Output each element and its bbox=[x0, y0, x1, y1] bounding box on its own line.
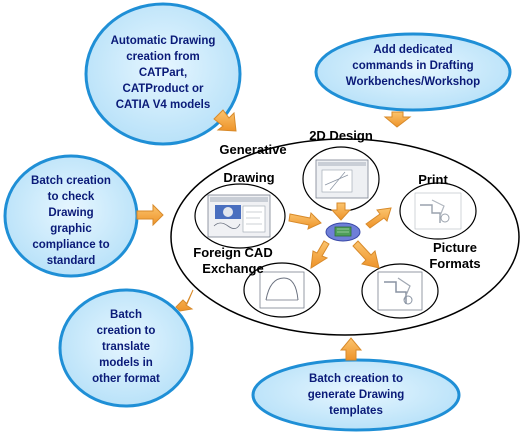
arrow-compliance-to-hub bbox=[136, 203, 164, 227]
arrow-center-foreign-cad bbox=[310, 240, 330, 269]
arrow-drawing-to-center bbox=[288, 211, 322, 230]
arrow-automatic-to-hub bbox=[213, 109, 237, 132]
label-print: Print bbox=[418, 172, 448, 187]
central-hub-icon bbox=[325, 222, 361, 242]
bubble-translate-text: Batch creation to translate models in ot… bbox=[92, 309, 160, 385]
foreign-cad-thumbnail bbox=[259, 271, 305, 309]
label-drawing: Drawing bbox=[223, 170, 275, 185]
arrow-dedicated-to-hub bbox=[383, 111, 412, 128]
design-2d-thumbnail bbox=[315, 159, 369, 199]
arrow-center-to-print bbox=[365, 207, 392, 229]
arrow-center-picture-formats bbox=[352, 240, 380, 269]
arrow-templates-to-hub bbox=[339, 337, 363, 361]
bubble-compliance-text: Batch creation to check Drawing graphic … bbox=[31, 175, 111, 267]
picture-formats-thumbnail bbox=[377, 271, 423, 311]
bubble-dedicated-text: Add dedicated commands in Drafting Workb… bbox=[345, 44, 481, 88]
label-2d-design: 2D Design bbox=[309, 128, 373, 143]
bubble-dedicated-commands bbox=[314, 32, 512, 112]
arrow-translate-to-hub bbox=[175, 289, 194, 312]
print-thumbnail bbox=[414, 192, 462, 230]
label-picture-formats: Picture Formats bbox=[429, 240, 481, 271]
generative-drawing-thumbnail bbox=[207, 194, 271, 238]
bubble-templates-text: Batch creation to generate Drawing templ… bbox=[307, 373, 405, 417]
bubble-automatic-drawing bbox=[84, 2, 242, 146]
bubble-translate-models bbox=[58, 288, 194, 408]
label-generative: Generative bbox=[219, 142, 287, 157]
bubble-automatic-text: Automatic Drawing creation from CATPart,… bbox=[110, 35, 216, 111]
label-foreign-cad: Foreign CAD Exchange bbox=[193, 245, 273, 276]
arrow-design2d-to-center bbox=[330, 202, 352, 221]
